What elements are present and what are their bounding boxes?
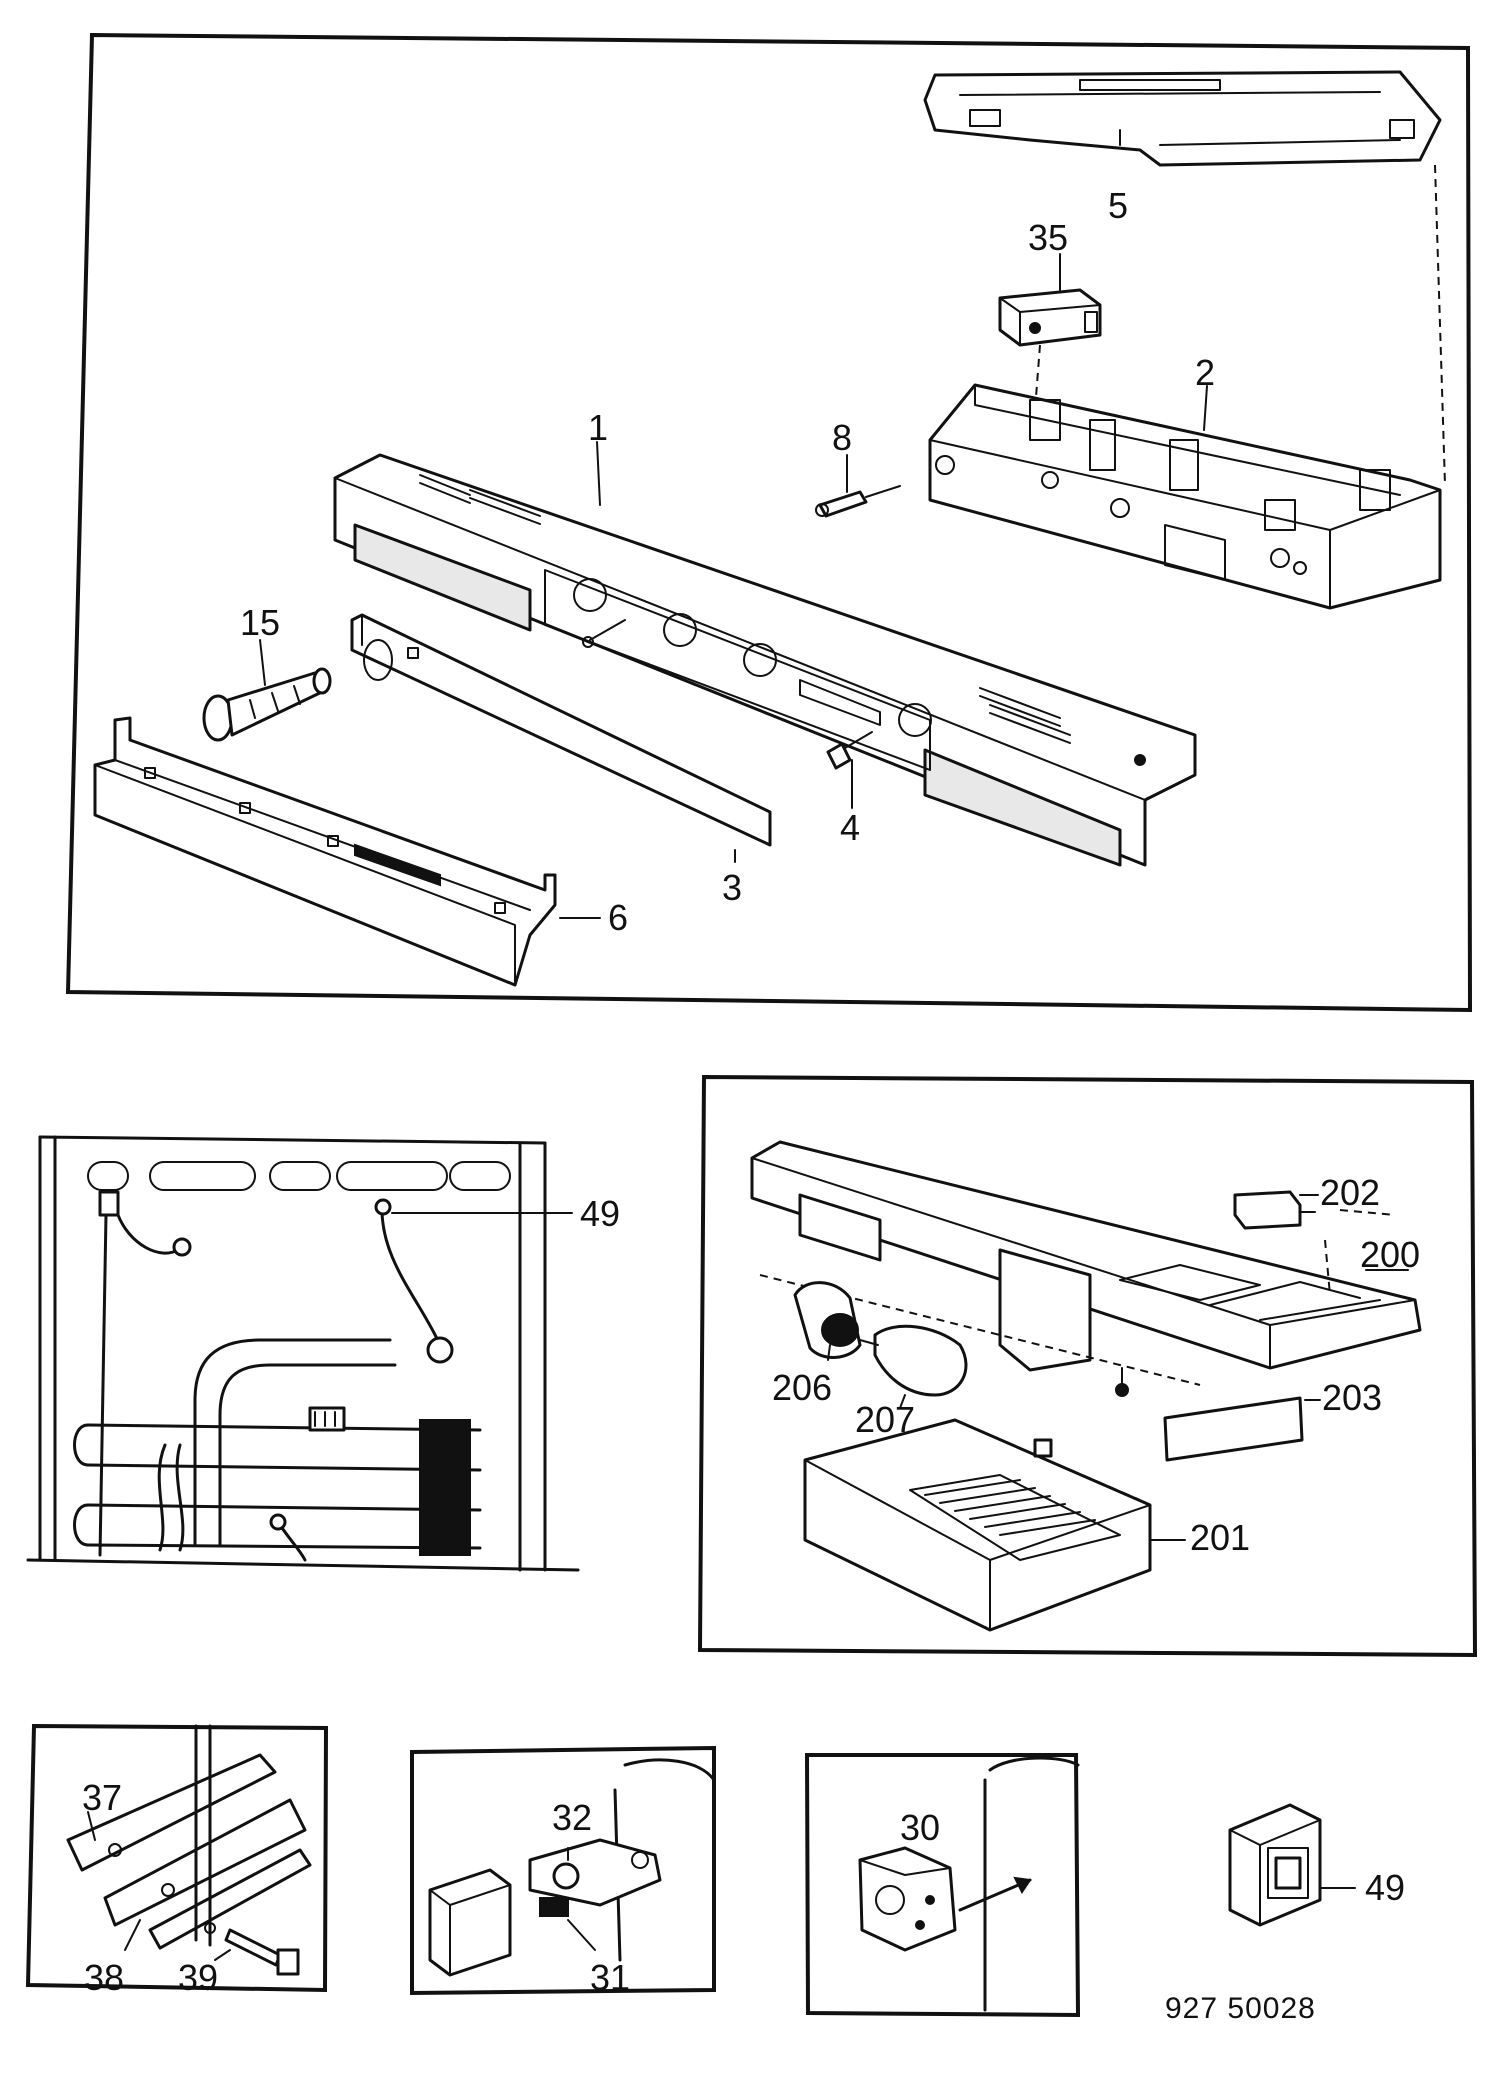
label-49-evaporator: 49 xyxy=(580,1193,620,1234)
label-35: 35 xyxy=(1028,217,1068,258)
label-49-socket: 49 xyxy=(1365,1867,1405,1908)
part-2-control-housing xyxy=(928,383,1442,610)
label-2: 2 xyxy=(1195,352,1215,393)
label-8: 8 xyxy=(832,417,852,458)
label-200: 200 xyxy=(1360,1234,1420,1275)
top-panel: 1 2 3 4 5 6 8 15 35 xyxy=(65,32,1473,1013)
part-5-cover-plate xyxy=(923,70,1446,486)
label-30: 30 xyxy=(900,1807,940,1848)
label-5: 5 xyxy=(1108,185,1128,226)
part-3-diffuser-plate xyxy=(350,613,772,847)
label-201: 201 xyxy=(1190,1517,1250,1558)
label-202: 202 xyxy=(1320,1172,1380,1213)
catalog-code: 927 50028 xyxy=(1165,1992,1316,2025)
part-203-plate xyxy=(1163,1396,1304,1462)
label-203: 203 xyxy=(1322,1377,1382,1418)
middle-left-panel: 49 xyxy=(26,1135,620,1572)
label-1: 1 xyxy=(588,407,608,448)
label-207: 207 xyxy=(855,1399,915,1440)
label-15: 15 xyxy=(240,602,280,643)
bottom-panel-relay: 32 31 xyxy=(410,1745,716,1998)
bottom-panel-brackets: 37 38 39 xyxy=(25,1723,329,1998)
lamp-leaders xyxy=(827,1194,1409,1541)
label-38: 38 xyxy=(84,1957,124,1998)
top-leaders xyxy=(259,129,1208,919)
bottom-socket-49: 49 xyxy=(1228,1803,1405,1927)
label-3: 3 xyxy=(722,867,742,908)
label-4: 4 xyxy=(840,807,860,848)
part-202-switch xyxy=(1233,1190,1316,1230)
part-15-lamp-socket xyxy=(202,667,332,742)
label-39: 39 xyxy=(178,1957,218,1998)
label-206: 206 xyxy=(772,1367,832,1408)
label-32: 32 xyxy=(552,1797,592,1838)
part-1-main-housing xyxy=(333,453,1197,867)
middle-right-panel: 202 200 203 201 206 207 xyxy=(697,1074,1478,1658)
part-201-cover xyxy=(803,1418,1152,1632)
bottom-panel-overload: 30 xyxy=(804,1753,1081,2018)
label-6: 6 xyxy=(608,897,628,938)
part-4-screw xyxy=(826,731,873,770)
part-35-switch xyxy=(998,288,1102,411)
label-31: 31 xyxy=(590,1957,630,1998)
part-8-screw xyxy=(815,485,901,518)
part-6-front-bracket xyxy=(93,716,557,987)
part-206-207-lamp xyxy=(793,1281,968,1397)
label-37: 37 xyxy=(82,1777,122,1818)
